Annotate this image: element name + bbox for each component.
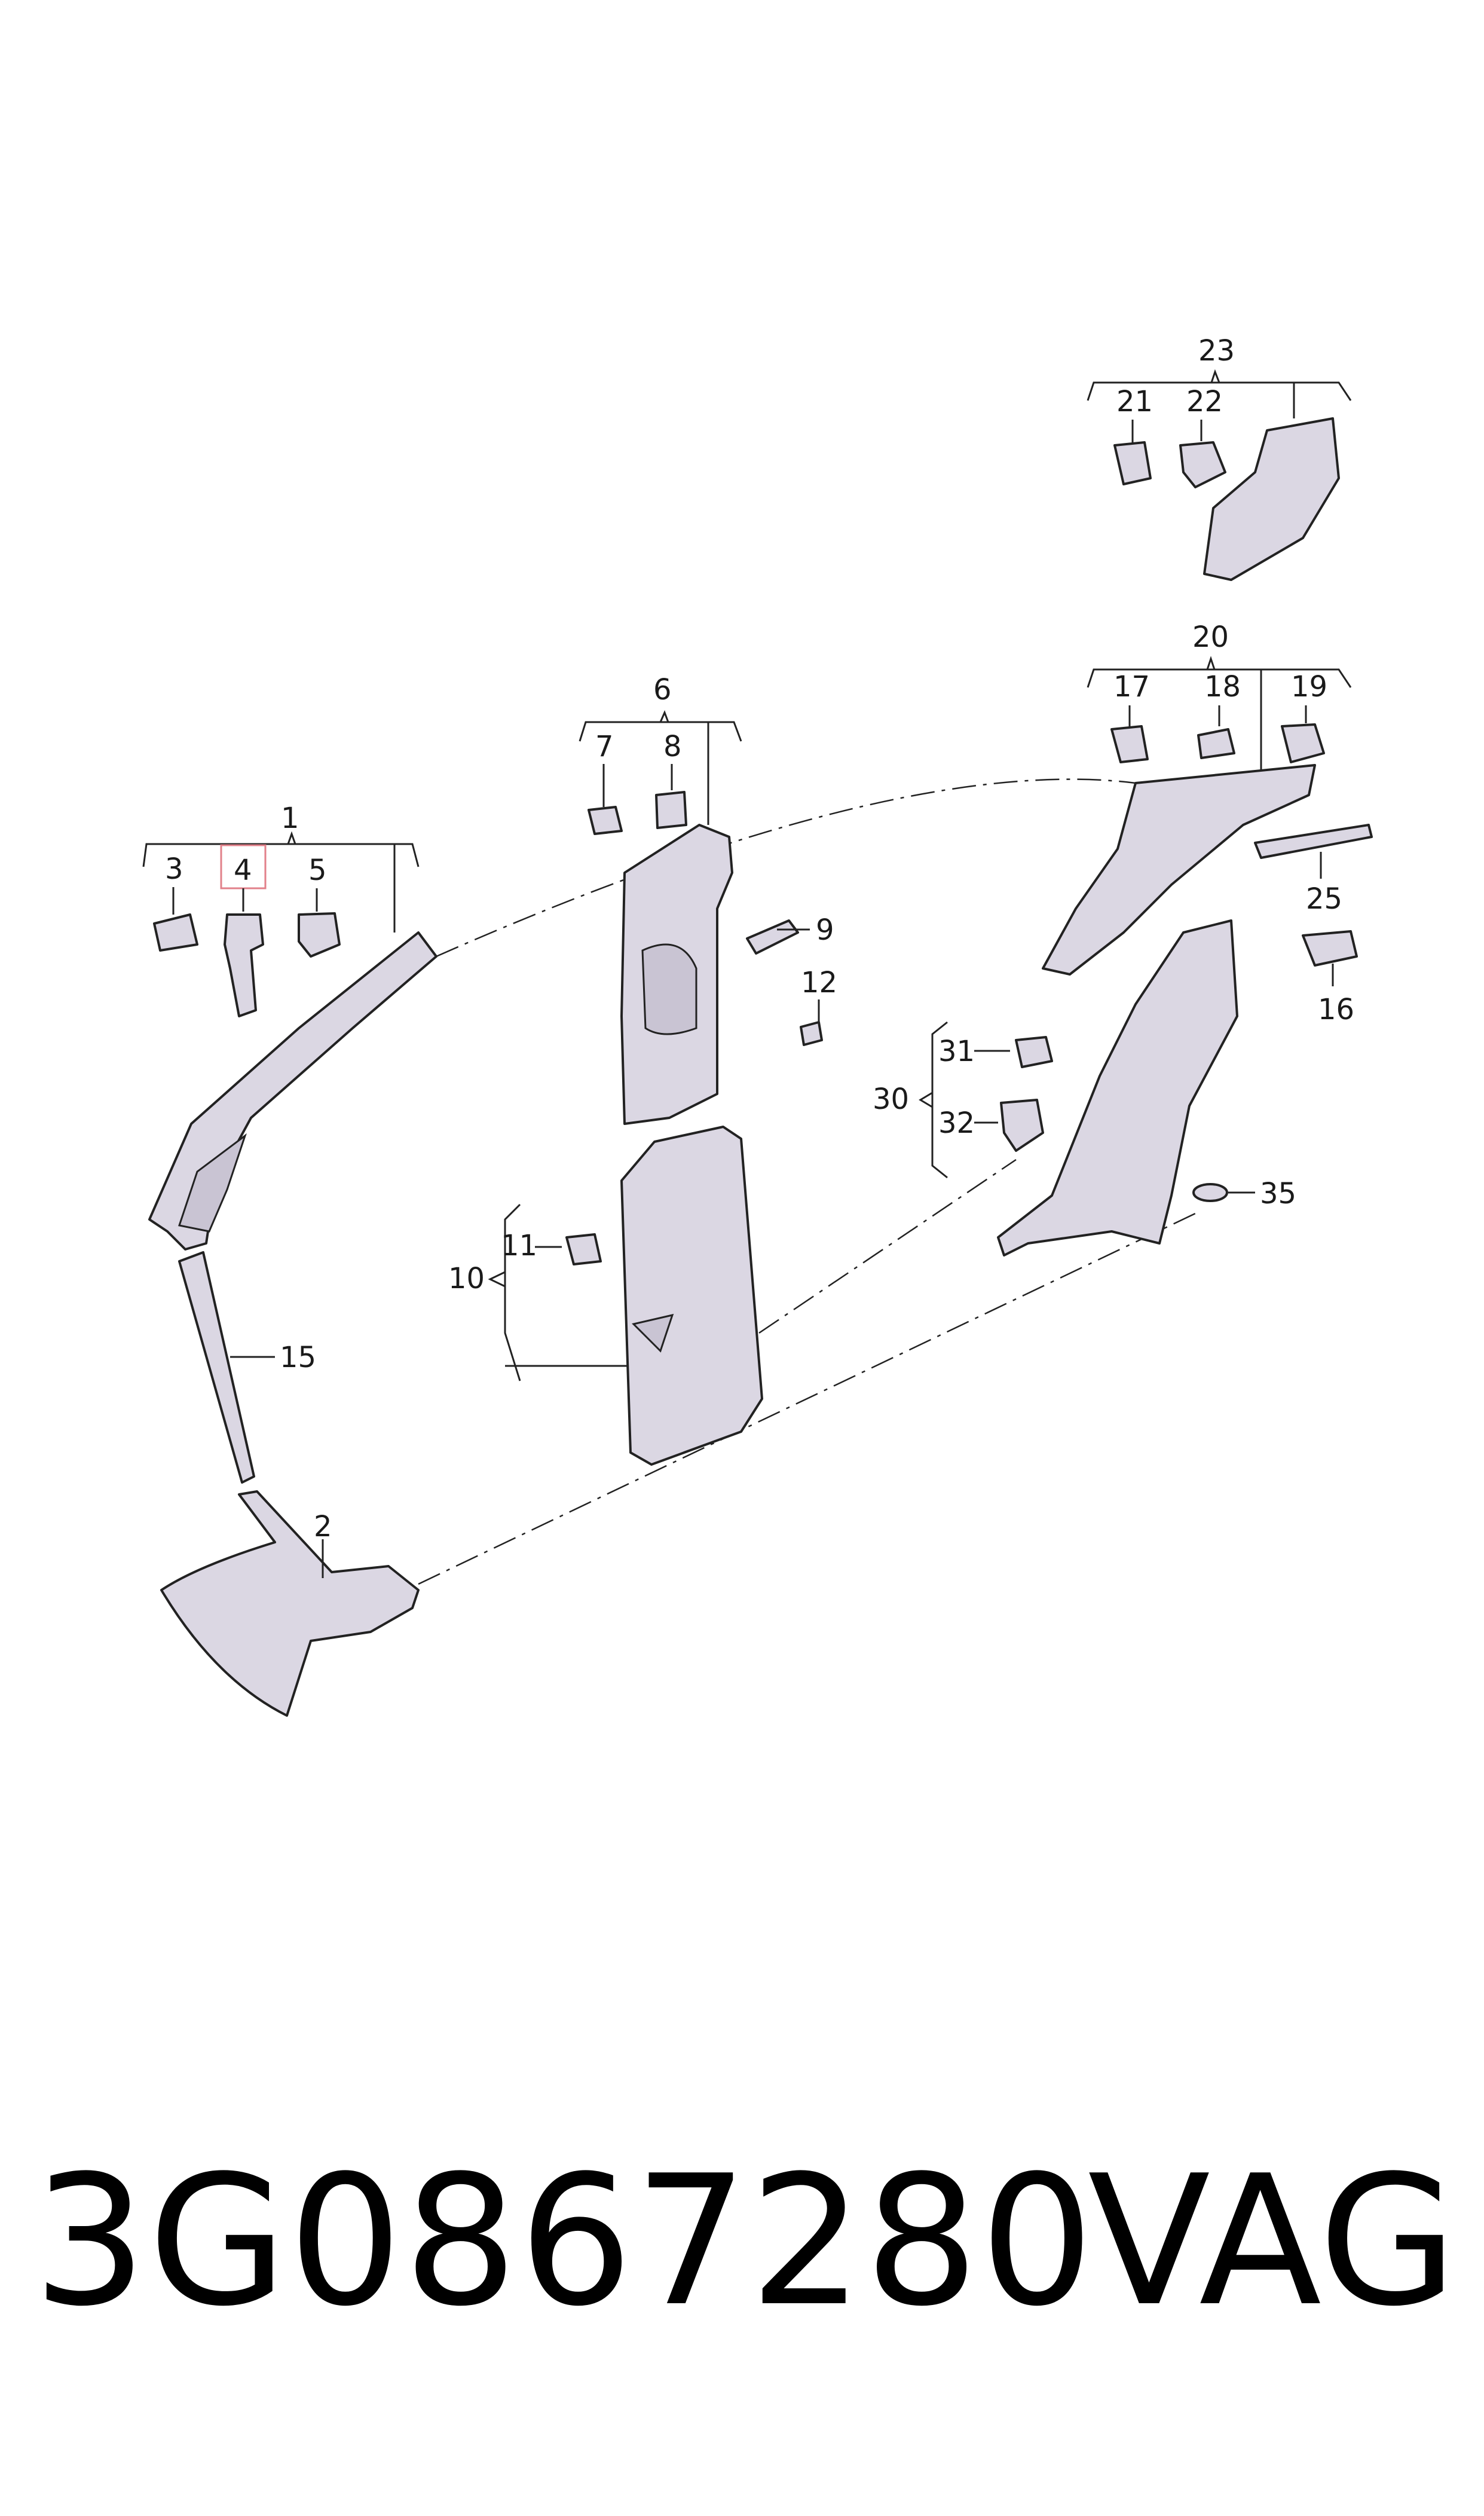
brand-name: VAG [1088,2137,1458,2346]
group-15: 15 [178,1251,316,1484]
clip-16 [1302,930,1358,967]
callout-7[interactable]: 7 [595,730,614,763]
b-pillar-lower [620,1126,763,1466]
callout-9[interactable]: 9 [816,913,834,947]
strip-15 [178,1251,255,1484]
footer: 3G0867280 VAG [0,2152,1484,2331]
clip-17 [1110,725,1149,763]
clip-32 [1000,1099,1044,1152]
group-16: 16 [1302,930,1358,1026]
group-2: 2 [160,1490,420,1717]
callout-2[interactable]: 2 [314,1510,332,1543]
trim-23 [1203,417,1340,581]
clip-35 [1192,1183,1228,1202]
callout-25[interactable]: 25 [1306,882,1342,916]
callout-3[interactable]: 3 [165,852,183,886]
group-30: 30 31 32 [873,919,1238,1257]
clip-11 [565,1233,602,1265]
clip-8 [655,791,687,829]
clip-9 [746,919,799,955]
clip-31 [1015,1036,1053,1068]
callout-21[interactable]: 21 [1116,385,1153,418]
group-35: 35 [1192,1177,1296,1210]
group-6: 6 7 8 9 12 [579,673,837,1125]
group-25: 25 [1254,824,1373,916]
callout-22[interactable]: 22 [1186,385,1223,418]
lower-trim-2 [160,1490,420,1717]
callout-11[interactable]: 11 [501,1229,537,1262]
clip-22 [1179,441,1226,488]
callout-17[interactable]: 17 [1113,670,1150,704]
callout-6[interactable]: 6 [653,673,672,707]
c-pillar-trim [1042,764,1316,976]
clip-19 [1281,723,1325,763]
callout-12[interactable]: 12 [801,966,837,999]
strip-25 [1254,824,1373,859]
quarter-trim [997,919,1238,1257]
assembly-lines [418,778,1196,1585]
clip-7 [588,806,623,835]
clip-18 [1197,728,1235,759]
callout-10[interactable]: 10 [448,1262,485,1295]
screw-12 [800,1021,823,1046]
callout-4[interactable]: 4 [234,854,252,887]
part-number: 3G0867280 [33,2137,1096,2346]
callout-19[interactable]: 19 [1291,670,1327,704]
callout-23[interactable]: 23 [1198,334,1235,368]
callout-15[interactable]: 15 [280,1341,316,1374]
callout-31[interactable]: 31 [938,1035,975,1068]
clip-4 [224,913,264,1017]
callout-18[interactable]: 18 [1204,670,1241,704]
callout-30[interactable]: 30 [873,1083,909,1116]
callout-1[interactable]: 1 [281,802,299,835]
callout-20[interactable]: 20 [1192,620,1229,654]
group-23: 23 21 22 [1087,334,1352,581]
group-1: 1 3 4 5 [142,802,437,1251]
clip-21 [1113,441,1152,485]
callout-16[interactable]: 16 [1318,993,1354,1026]
group-20: 20 17 18 19 [1042,620,1352,976]
clip-3 [153,913,198,952]
callout-35[interactable]: 35 [1260,1177,1296,1210]
callout-32[interactable]: 32 [938,1106,975,1140]
clip-5 [298,912,341,958]
group-10: 10 11 [448,1126,763,1466]
callout-5[interactable]: 5 [308,854,327,887]
callout-8[interactable]: 8 [663,730,682,763]
